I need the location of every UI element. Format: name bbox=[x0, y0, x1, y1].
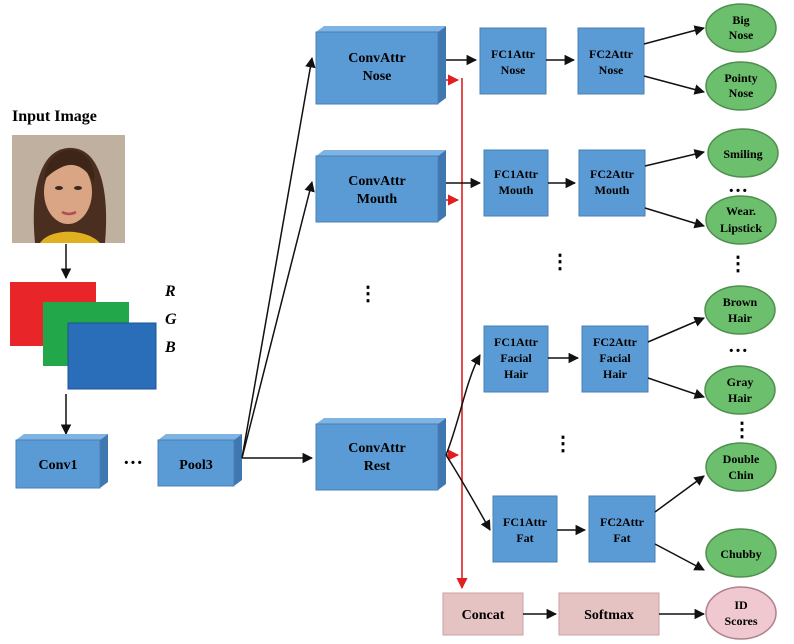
fc2-nose-line2: Nose bbox=[599, 63, 624, 77]
fc1-fat-box: FC1Attr Fat bbox=[492, 495, 558, 563]
id-scores-node: ID Scores bbox=[705, 586, 777, 640]
fc1-fat-line1: FC1Attr bbox=[503, 515, 548, 529]
attr-pointy-nose: Pointy Nose bbox=[705, 61, 777, 111]
conv-attr-rest-box: ConvAttr Rest bbox=[315, 418, 446, 491]
attr-smiling-line1: Smiling bbox=[723, 147, 762, 161]
attr-gray-hair-line2: Hair bbox=[728, 391, 753, 405]
fc1-fat-line2: Fat bbox=[516, 531, 533, 545]
attr-gray-hair-line1: Gray bbox=[727, 375, 754, 389]
concat-box: Concat bbox=[442, 592, 524, 636]
pool3-box: Pool3 bbox=[157, 434, 242, 487]
conv1-label: Conv1 bbox=[39, 458, 78, 473]
pool3-label: Pool3 bbox=[179, 458, 212, 473]
attr-double-chin-line2: Chin bbox=[728, 468, 754, 482]
attr-gray-hair: Gray Hair bbox=[704, 365, 776, 415]
concat-label: Concat bbox=[462, 608, 505, 623]
fc2-fat-line1: FC2Attr bbox=[600, 515, 645, 529]
fc1-vdots-a: ⋮ bbox=[550, 251, 570, 273]
fc2-facial-hair-line1: FC2Attr bbox=[593, 335, 638, 349]
fc1-facial-hair-line2: Facial bbox=[500, 351, 532, 365]
fc1-vdots-b: ⋮ bbox=[553, 433, 573, 455]
softmax-label: Softmax bbox=[584, 608, 634, 623]
fc1-mouth-box: FC1Attr Mouth bbox=[483, 149, 549, 217]
attr-pointy-nose-line1: Pointy bbox=[724, 71, 757, 85]
attr-double-chin: Double Chin bbox=[705, 442, 777, 492]
attr-pointy-nose-line2: Nose bbox=[729, 86, 754, 100]
attr-wear-lipstick: Wear. Lipstick bbox=[705, 195, 777, 245]
attr-brown-hair: Brown Hair bbox=[704, 285, 776, 335]
conv-attr-rest-line2: Rest bbox=[364, 459, 391, 474]
conv-attr-nose-box: ConvAttr Nose bbox=[315, 26, 446, 105]
fc2-mouth-box: FC2Attr Mouth bbox=[578, 149, 646, 217]
fc2-fat-line2: Fat bbox=[613, 531, 630, 545]
fc1-facial-hair-line3: Hair bbox=[504, 367, 529, 381]
fc2-mouth-line1: FC2Attr bbox=[590, 167, 635, 181]
attr-smiling: Smiling bbox=[707, 128, 779, 178]
attr-chubby: Chubby bbox=[705, 528, 777, 578]
attr-chubby-line1: Chubby bbox=[720, 547, 761, 561]
attr-big-nose-line1: Big bbox=[732, 13, 749, 27]
fc2-fat-box: FC2Attr Fat bbox=[588, 495, 656, 563]
attr-hdots-a: … bbox=[728, 175, 748, 197]
conv-attr-rest-line1: ConvAttr bbox=[348, 441, 406, 456]
conv-attr-mouth-line2: Mouth bbox=[357, 192, 398, 207]
attr-big-nose: Big Nose bbox=[705, 3, 777, 53]
fc1-facial-hair-line1: FC1Attr bbox=[494, 335, 539, 349]
fc1-mouth-line1: FC1Attr bbox=[494, 167, 539, 181]
fc1-nose-line2: Nose bbox=[501, 63, 526, 77]
fc1-nose-box: FC1Attr Nose bbox=[479, 27, 547, 95]
attr-double-chin-line1: Double bbox=[723, 452, 760, 466]
channel-b bbox=[67, 322, 157, 390]
conv1-box: Conv1 bbox=[15, 434, 108, 489]
conv-attr-mouth-box: ConvAttr Mouth bbox=[315, 150, 446, 223]
fc2-nose-box: FC2Attr Nose bbox=[577, 27, 645, 95]
channel-r-label: R bbox=[164, 283, 176, 300]
input-photo bbox=[12, 135, 125, 243]
channel-g-label: G bbox=[165, 311, 177, 328]
fc2-facial-hair-box: FC2Attr Facial Hair bbox=[581, 325, 649, 393]
attr-wear-lipstick-line1: Wear. bbox=[726, 204, 756, 218]
softmax-box: Softmax bbox=[558, 592, 660, 636]
conv-attr-vdots: ⋮ bbox=[358, 283, 378, 305]
fc1-nose-line1: FC1Attr bbox=[491, 47, 536, 61]
conv-attr-nose-line2: Nose bbox=[363, 69, 392, 84]
attr-big-nose-line2: Nose bbox=[729, 28, 754, 42]
attr-vdots-b: ⋮ bbox=[732, 419, 752, 441]
conv-attr-nose-line1: ConvAttr bbox=[348, 51, 406, 66]
id-scores-line2: Scores bbox=[724, 614, 757, 628]
conv-attr-mouth-line1: ConvAttr bbox=[348, 174, 406, 189]
input-image-label: Input Image bbox=[12, 108, 97, 125]
fc2-nose-line1: FC2Attr bbox=[589, 47, 634, 61]
fc1-facial-hair-box: FC1Attr Facial Hair bbox=[483, 325, 549, 393]
channel-b-label: B bbox=[164, 339, 176, 356]
fc2-mouth-line2: Mouth bbox=[595, 183, 630, 197]
attr-brown-hair-line2: Hair bbox=[728, 311, 753, 325]
id-scores-line1: ID bbox=[734, 598, 748, 612]
layer-ellipsis: ··· bbox=[123, 452, 143, 474]
fc2-facial-hair-line2: Facial bbox=[599, 351, 631, 365]
fc2-facial-hair-line3: Hair bbox=[603, 367, 628, 381]
attr-hdots-b: … bbox=[728, 335, 748, 357]
attr-wear-lipstick-line2: Lipstick bbox=[720, 221, 762, 235]
attr-vdots-a: ⋮ bbox=[728, 253, 748, 275]
attr-brown-hair-line1: Brown bbox=[723, 295, 758, 309]
fc1-mouth-line2: Mouth bbox=[499, 183, 534, 197]
